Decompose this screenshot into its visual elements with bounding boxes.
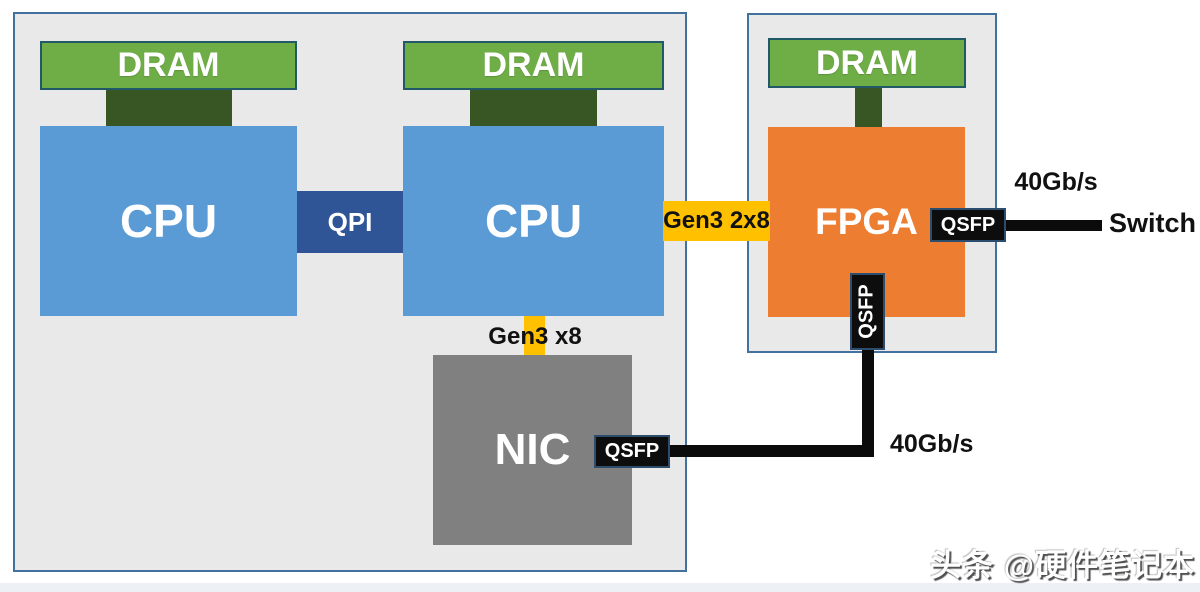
fpga-dram-label: DRAM [816,43,918,82]
fpga-qsfp-bottom-label: QSFP [856,284,879,339]
bottom-strip [0,583,1200,592]
cpu-right-block: CPU [403,126,664,316]
watermark-text: 头条 @硬件笔记本 [930,548,1195,583]
dram-left-label: DRAM [117,46,220,84]
gen3-x8-link [524,316,545,356]
fpga-dram-connector [855,88,882,128]
switch-label: Switch [1109,208,1197,238]
cable-nic-fpga-horizontal [664,445,874,457]
dram-right-connector [470,90,597,126]
gen3-x8-label: Gen3 x8 [488,323,582,350]
cable-fpga-to-switch [1004,220,1102,231]
nic-qsfp-port: QSFP [594,435,670,468]
dram-right-label: DRAM [482,46,585,84]
rate-fpga-switch-label: 40Gb/s [1014,168,1098,196]
gen3-2x8-link [663,201,770,241]
fpga-qsfp-side-label: QSFP [940,213,996,236]
nic-label: NIC [494,425,571,474]
gen3-2x8-label: Gen3 2x8 [663,207,770,234]
dram-left-block: DRAM [40,41,297,90]
cpu-left-label: CPU [119,195,218,247]
cpu-right-label: CPU [484,195,583,247]
qpi-link-block: QPI [297,191,403,253]
rate-nic-fpga-label: 40Gb/s [890,430,974,458]
fpga-qsfp-side-port: QSFP [930,208,1006,242]
fpga-qsfp-bottom-port: QSFP [850,273,885,350]
dram-left-connector [106,90,232,126]
fpga-dram-block: DRAM [768,38,966,88]
cpu-left-block: CPU [40,126,297,316]
dram-right-block: DRAM [403,41,664,90]
qpi-label: QPI [327,206,373,237]
cable-nic-fpga-vertical [862,348,874,457]
nic-qsfp-label: QSFP [604,440,660,462]
fpga-label: FPGA [815,201,918,242]
